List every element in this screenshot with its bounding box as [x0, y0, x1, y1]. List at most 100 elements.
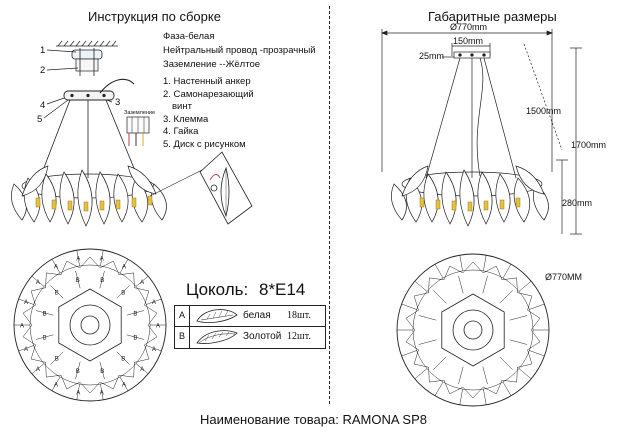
part-4: 4. Гайка — [163, 126, 199, 137]
plan-letter-a: A — [122, 382, 126, 388]
plan-leaf-rib — [414, 368, 428, 380]
plan-leaf-rib — [401, 303, 417, 310]
plan-letter-a: A — [36, 280, 40, 286]
legend-divider — [175, 326, 325, 327]
plan-inner-rib — [75, 270, 81, 289]
plan-inner-rib — [35, 310, 54, 316]
plan-inner-rib — [509, 339, 528, 345]
part-5: 5. Диск с рисунком — [163, 138, 246, 150]
plan-leaf-rib — [502, 381, 512, 396]
plan-leaf-chevron — [405, 309, 419, 331]
legend-key-a: A — [179, 310, 186, 320]
socket-spec: Цоколь: 8*E14 — [186, 280, 305, 300]
plan-leaf-chevron — [45, 362, 62, 378]
plan-leaf-rib — [483, 255, 487, 271]
plan-leaf-chevron — [482, 265, 503, 280]
plan-leaf-rib — [518, 368, 532, 380]
plan-leaf-rib — [483, 389, 487, 405]
dimension-elevation-drawing — [381, 29, 582, 235]
plan-inner-rib — [433, 356, 447, 370]
plan-leaf-chevron — [79, 381, 101, 394]
dim-diameter-plan: Ø770MM — [545, 272, 583, 282]
plan-inner-rib — [75, 361, 81, 380]
plan-leaf-rib — [434, 381, 444, 396]
plan-leaf-rib — [18, 345, 34, 352]
plan-inner-rib — [482, 275, 488, 294]
plan-leaf-chevron — [30, 344, 46, 363]
plan-leaf-chevron — [60, 260, 81, 275]
dim-diameter-top: Ø770mm — [450, 22, 488, 32]
plan-leaf-chevron — [79, 256, 101, 269]
plan-letter-b: B — [133, 311, 137, 317]
plan-leaf-chevron — [501, 367, 518, 383]
plan-inner-rib — [458, 275, 464, 294]
plan-leaf-chevron — [462, 386, 484, 399]
plan-inner-rib — [99, 361, 105, 380]
plan-letter-a: A — [76, 391, 80, 397]
center-divider — [329, 6, 330, 404]
plan-letter-b: B — [121, 357, 125, 363]
plan-leaf-chevron — [99, 375, 120, 390]
plan-letter-a: A — [24, 300, 28, 306]
assembly-elevation-drawing: Заземление — [11, 40, 253, 227]
plan-leaf-rib — [100, 384, 104, 400]
plan-view-right — [396, 253, 550, 407]
plan-letter-a: A — [20, 324, 24, 330]
callout-2: 2 — [40, 65, 46, 76]
dimensions-title: Габаритные размеры — [428, 9, 557, 24]
callout-4: 4 — [40, 100, 46, 111]
chandelier-body-right — [391, 165, 549, 227]
dim-body: 280mm — [562, 198, 593, 208]
plan-leaf-rib — [459, 389, 463, 405]
plan-leaf-rib — [135, 275, 149, 287]
plan-leaf-rib — [459, 255, 463, 271]
plan-leaf-chevron — [428, 277, 445, 293]
plan-inner-rib — [509, 315, 528, 321]
ground-tag: Заземление — [124, 110, 155, 116]
plan-letter-a: A — [156, 324, 160, 330]
legend-qty-b: 12шт. — [287, 331, 311, 342]
part-2: 2. Самонарезающий — [163, 88, 254, 100]
plan-leaf-chevron — [527, 309, 541, 331]
legend-col-divider — [189, 306, 190, 348]
plan-leaf-chevron — [144, 324, 158, 346]
plan-inner-rib — [126, 334, 145, 340]
plan-leaf-rib — [31, 363, 45, 375]
anchor-plate — [71, 49, 103, 60]
plan-letter-a: A — [140, 367, 144, 373]
chandelier-body-left — [11, 165, 167, 227]
plan-leaf-rib — [146, 298, 162, 305]
callout-5: 5 — [37, 114, 43, 125]
plan-letter-b: B — [43, 311, 47, 317]
plan-leaf-rib — [18, 298, 34, 305]
plan-inner-rib — [499, 290, 513, 304]
plan-inner-rib — [418, 339, 437, 345]
part-3: 3. Клемма — [163, 113, 209, 125]
plan-leaf-chevron — [144, 304, 158, 326]
plan-inner-rib — [433, 290, 447, 304]
plan-inner-rib — [116, 285, 130, 299]
bulbs-right — [419, 197, 521, 212]
plan-letter-b: B — [76, 278, 80, 284]
socket-value: 8*E14 — [258, 280, 306, 299]
plan-leaf-chevron — [30, 287, 46, 306]
plan-canopy-inner — [80, 315, 100, 335]
plan-leaf-chevron — [60, 375, 81, 390]
callout-3: 3 — [115, 97, 121, 108]
plan-leaf-rib — [529, 303, 545, 310]
plan-letter-a: A — [100, 257, 104, 263]
plan-letter-a: A — [152, 300, 156, 306]
plan-inner-rib — [99, 270, 105, 289]
plan-leaf-rib — [518, 280, 532, 292]
plan-leaf-rib — [51, 376, 61, 391]
plan-leaf-rib — [100, 250, 104, 266]
plan-letter-a: A — [54, 382, 58, 388]
product-name-line: Наименование товара: RAMONA SP8 — [200, 412, 427, 427]
plan-leaf-chevron — [428, 367, 445, 383]
plan-leaf-chevron — [443, 380, 464, 395]
plan-leaf-rib — [434, 264, 444, 279]
plan-leaf-rib — [529, 350, 545, 357]
plan-leaf-chevron — [443, 265, 464, 280]
ceiling-hatch — [56, 40, 118, 47]
legend-name-b: Золотой — [243, 331, 282, 342]
